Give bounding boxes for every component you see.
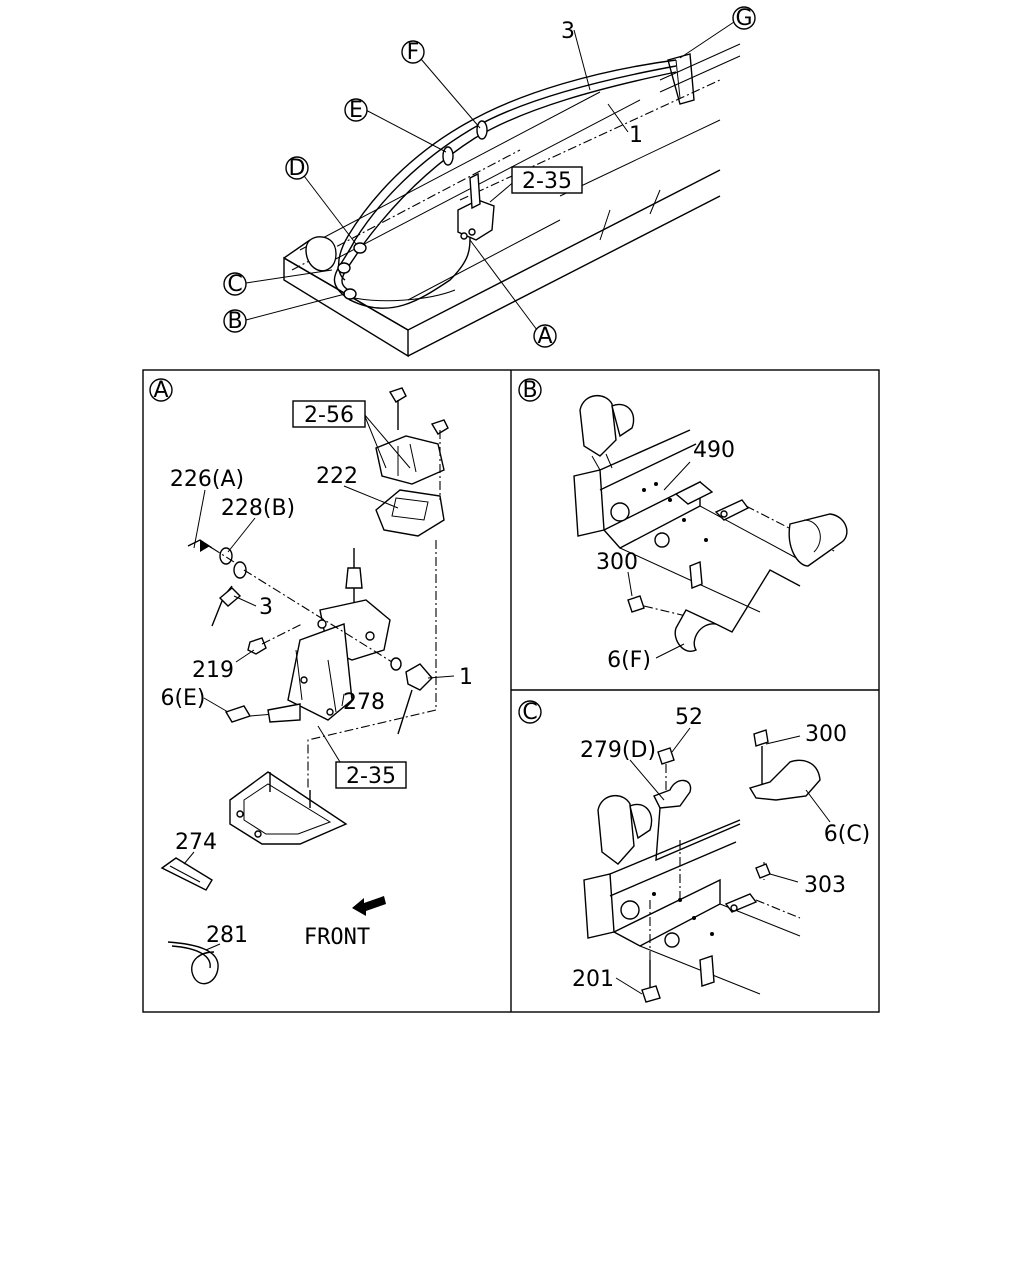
label-6-f: 6(F) bbox=[607, 648, 651, 673]
callout-f: F bbox=[401, 40, 425, 65]
callout-b: B bbox=[223, 309, 247, 334]
panel-b-tag: B bbox=[518, 378, 542, 403]
panel-b-illustration bbox=[573, 395, 848, 659]
label-303: 303 bbox=[804, 873, 846, 898]
panel-c-tag-label: C bbox=[522, 700, 537, 725]
label-6-e: 6(E) bbox=[160, 686, 205, 711]
label-52: 52 bbox=[675, 705, 703, 730]
label-1: 1 bbox=[459, 665, 473, 690]
label-222: 222 bbox=[316, 464, 358, 489]
panel-c-tag: C bbox=[518, 700, 542, 725]
callout-b-label: B bbox=[227, 309, 242, 334]
label-274: 274 bbox=[175, 830, 217, 855]
detail-panels-frame bbox=[142, 369, 880, 1013]
label-cable-1: 1 bbox=[629, 123, 643, 148]
label-219: 219 bbox=[192, 658, 234, 683]
callout-e: E bbox=[344, 98, 368, 123]
callout-d: D bbox=[285, 156, 309, 181]
label-6-c: 6(C) bbox=[824, 822, 871, 847]
callout-a: A bbox=[533, 324, 557, 349]
panel-a-tag: A bbox=[149, 378, 173, 403]
front-label: FRONT bbox=[304, 925, 370, 950]
panel-c-illustration bbox=[583, 727, 831, 1003]
label-300-b: 300 bbox=[596, 550, 638, 575]
label-3: 3 bbox=[259, 595, 273, 620]
ref-box-2-35-bottom-label: 2-35 bbox=[346, 764, 396, 789]
overview-illustration bbox=[245, 17, 741, 358]
callout-e-label: E bbox=[349, 98, 363, 123]
label-201: 201 bbox=[572, 967, 614, 992]
callout-f-label: F bbox=[407, 40, 420, 65]
ref-box-2-35-top-label: 2-35 bbox=[522, 169, 572, 194]
callout-c-label: C bbox=[227, 272, 242, 297]
ref-box-2-56-label: 2-56 bbox=[304, 403, 354, 428]
panel-a-tag-label: A bbox=[153, 378, 168, 403]
callout-a-label: A bbox=[537, 324, 552, 349]
label-228-b: 228(B) bbox=[221, 496, 295, 521]
callout-d-label: D bbox=[289, 156, 306, 181]
label-278: 278 bbox=[343, 690, 385, 715]
callout-g: G bbox=[732, 6, 756, 31]
panel-a-illustration bbox=[160, 387, 455, 985]
ref-box-2-35-bottom: 2-35 bbox=[335, 761, 407, 789]
label-300-c: 300 bbox=[805, 722, 847, 747]
label-281: 281 bbox=[206, 923, 248, 948]
ref-box-2-35-top: 2-35 bbox=[511, 166, 583, 194]
callout-c: C bbox=[223, 272, 247, 297]
label-490: 490 bbox=[693, 438, 735, 463]
label-cable-3: 3 bbox=[561, 19, 575, 44]
label-226-a: 226(A) bbox=[170, 467, 244, 492]
ref-box-2-56: 2-56 bbox=[292, 400, 366, 428]
panel-b-tag-label: B bbox=[522, 378, 537, 403]
label-279-d: 279(D) bbox=[580, 738, 656, 763]
callout-g-label: G bbox=[735, 6, 752, 31]
